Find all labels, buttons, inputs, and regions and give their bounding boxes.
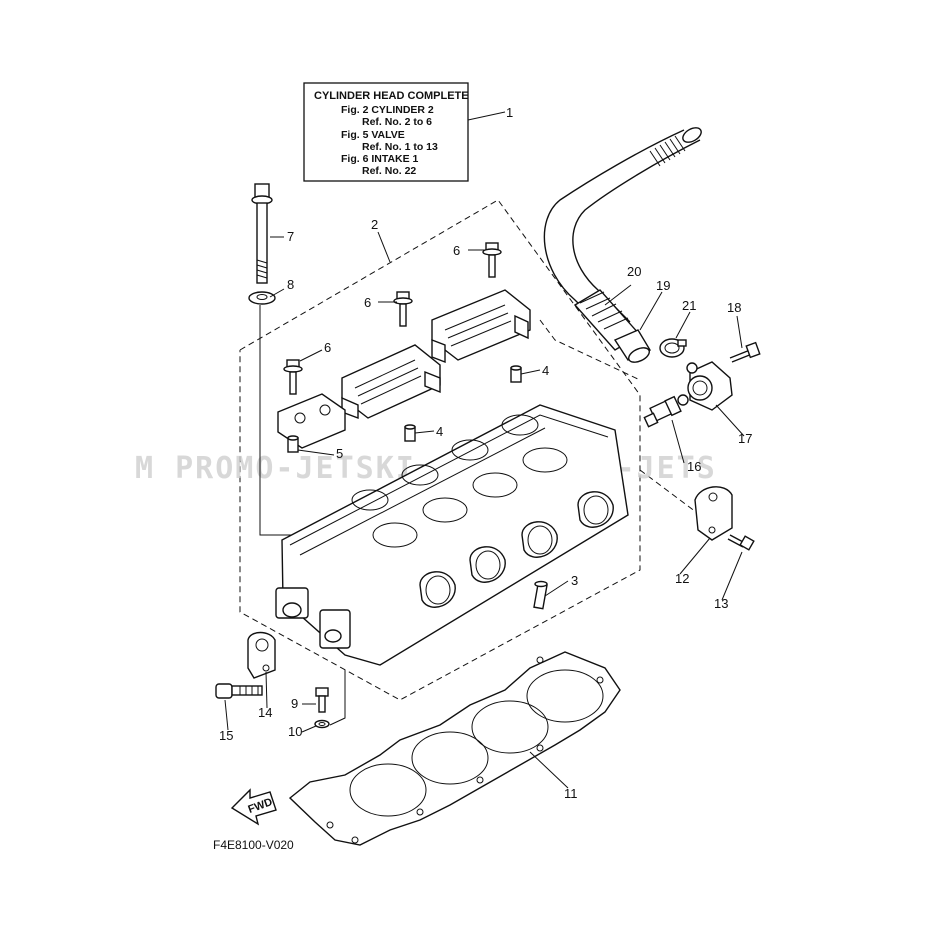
dowel-pin: [510, 365, 522, 383]
thermostat-housing: [686, 361, 733, 411]
callout-6: 6: [453, 243, 460, 258]
callout-7: 7: [287, 229, 294, 244]
bracket: [247, 631, 276, 679]
washer: [248, 291, 276, 305]
callout-15: 15: [219, 728, 233, 743]
callout-1: 1: [506, 105, 513, 120]
legend-line: Ref. No. 1 to 13: [362, 141, 438, 153]
hose-pipe: [543, 127, 702, 336]
callout-10: 10: [288, 724, 302, 739]
bolt: [215, 683, 263, 699]
diagram-code: F4E8100-V020: [213, 838, 294, 852]
exhaust-port: [521, 521, 558, 558]
leader-lines: [224, 111, 745, 789]
washer: [314, 719, 330, 729]
callout-20: 20: [627, 264, 641, 279]
exhaust-port: [469, 546, 506, 583]
cover-plate: [694, 486, 733, 541]
bolt: [729, 341, 761, 363]
legend-line: Fig. 5 VALVE: [341, 129, 405, 141]
hose-clamp: [659, 338, 687, 358]
sensor: [643, 394, 689, 428]
callout-6: 6: [324, 340, 331, 355]
bolt: [283, 359, 303, 395]
legend-line: Fig. 6 INTAKE 1: [341, 153, 419, 165]
callout-5: 5: [336, 446, 343, 461]
camshaft-cap: [341, 344, 441, 420]
bolt: [727, 534, 755, 551]
callout-labels: 1 2 3 4 4 5 6 6 6 7 8 9 10 11 12 13 14 1…: [219, 105, 752, 801]
legend-line: Ref. No. 2 to 6: [362, 116, 432, 128]
callout-8: 8: [287, 277, 294, 292]
callout-12: 12: [675, 571, 689, 586]
legend-box: CYLINDER HEAD COMPLETE Fig. 2 CYLINDER 2…: [303, 82, 469, 182]
callout-4: 4: [436, 424, 443, 439]
group-outline: [239, 199, 701, 701]
valve-guide: [533, 580, 548, 610]
callout-9: 9: [291, 696, 298, 711]
callout-18: 18: [727, 300, 741, 315]
legend-line: Ref. No. 22: [362, 165, 416, 177]
callout-4: 4: [542, 363, 549, 378]
callout-3: 3: [571, 573, 578, 588]
callout-16: 16: [687, 459, 701, 474]
legend-title: CYLINDER HEAD COMPLETE: [314, 90, 469, 102]
callout-11: 11: [564, 786, 578, 801]
legend-line: Fig. 2 CYLINDER 2: [341, 104, 434, 116]
camshaft-cap: [431, 289, 531, 364]
callout-21: 21: [682, 298, 696, 313]
forward-direction-arrow: FWD: [230, 788, 277, 826]
cylinder-head: [275, 404, 629, 666]
callout-17: 17: [738, 431, 752, 446]
bolt: [482, 242, 502, 278]
exhaust-port: [419, 571, 456, 608]
bolt: [393, 291, 413, 327]
callout-14: 14: [258, 705, 272, 720]
dowel-pin: [287, 435, 299, 453]
callout-19: 19: [656, 278, 670, 293]
head-gasket: [288, 651, 621, 846]
callout-13: 13: [714, 596, 728, 611]
dowel-pin: [404, 424, 416, 442]
camshaft-cap: [277, 393, 346, 449]
exhaust-port: [577, 491, 614, 528]
long-bolt: [251, 183, 273, 284]
bellows-fitting: [573, 289, 652, 363]
callout-2: 2: [371, 217, 378, 232]
bolt: [315, 687, 329, 713]
callout-6: 6: [364, 295, 371, 310]
